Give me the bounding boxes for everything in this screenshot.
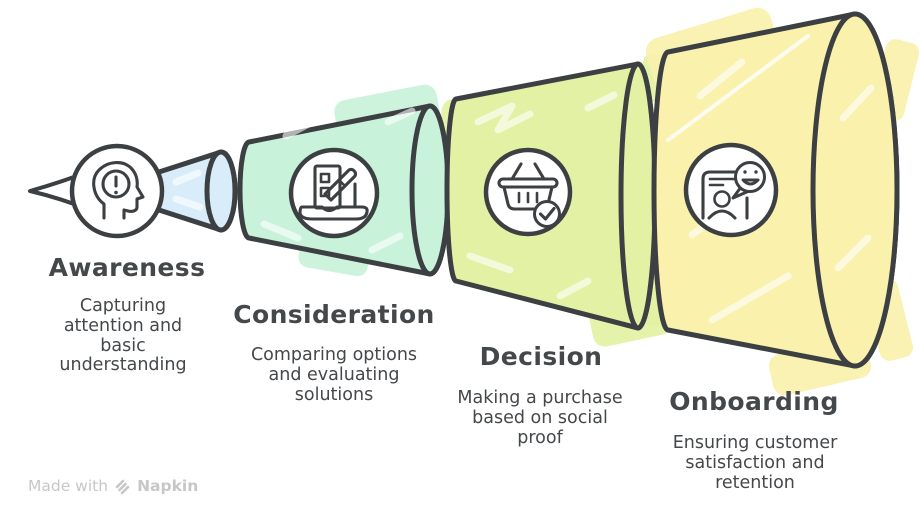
basket-check-icon xyxy=(497,162,561,228)
phone-feedback-icon xyxy=(701,161,766,220)
awareness-node-circle xyxy=(69,143,165,239)
stage-title-decision: Decision xyxy=(479,342,603,371)
funnel-segment-awareness xyxy=(150,149,238,233)
watermark-brand: Napkin xyxy=(137,477,199,495)
consideration-node-circle xyxy=(288,147,380,239)
onboarding-node-circle xyxy=(683,142,779,238)
watermark: Made with Napkin xyxy=(28,477,198,495)
stage-description-decision: Making a purchase based on social proof xyxy=(457,388,623,448)
head-alert-icon xyxy=(92,161,145,220)
watermark-prefix: Made with xyxy=(28,477,109,495)
napkin-strokes-icon xyxy=(115,479,130,494)
stage-description-awareness: Capturing attention and basic understand… xyxy=(59,296,187,376)
stage-title-awareness: Awareness xyxy=(48,253,206,282)
stage-title-consideration: Consideration xyxy=(233,300,435,329)
stage-title-onboarding: Onboarding xyxy=(669,387,839,416)
stage-description-consideration: Comparing options and evaluating solutio… xyxy=(250,345,418,405)
laptop-checklist-pencil-icon xyxy=(298,164,369,221)
stage-description-onboarding: Ensuring customer satisfaction and reten… xyxy=(672,433,838,493)
